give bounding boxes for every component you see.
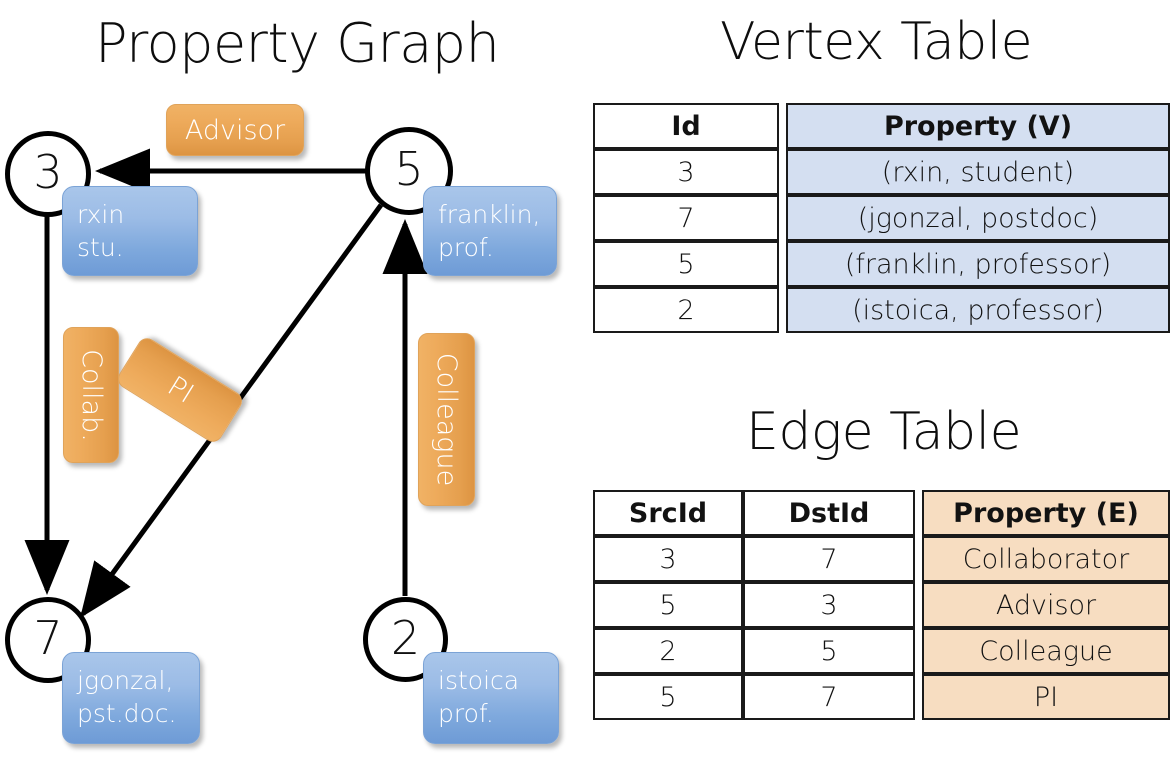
graph-node-2[interactable]: 2 [363,597,448,682]
edge-cell-property: Advisor [922,582,1170,628]
edge-label-advisor-text: Advisor [184,114,286,146]
column-separator [915,536,922,582]
node-property-box-franklin: franklin, prof. [423,186,557,276]
column-separator [915,628,922,674]
edge-cell-property: Collaborator [922,536,1170,582]
table-row: 2 5 Colleague [593,628,1170,674]
column-separator [779,287,786,333]
column-separator [915,674,922,720]
table-row: 5 (franklin, professor) [593,241,1170,287]
column-separator [779,241,786,287]
edge-cell-property: Colleague [922,628,1170,674]
graph-node-2-id: 2 [390,610,421,665]
edge-label-collab-text: Collab. [75,348,107,442]
vertex-cell-property: (jgonzal, postdoc) [786,195,1170,241]
vertex-cell-property: (rxin, student) [786,149,1170,195]
table-row: 2 (istoica, professor) [593,287,1170,333]
node-property-box-rxin: rxin stu. [62,186,198,276]
edge-table-header-row: SrcId DstId Property (E) [593,490,1170,536]
vertex-cell-property: (franklin, professor) [786,241,1170,287]
node-property-box-jgonzal: jgonzal, pst.doc. [62,652,200,744]
page-title-vertex-table: Vertex Table [720,12,1033,72]
edge-label-colleague: Colleague [418,333,475,506]
page-title-property-graph: Property Graph [95,12,500,75]
vertex-cell-id: 3 [593,149,779,195]
edge-cell-srcid: 3 [593,536,743,582]
vertex-table-header-property: Property (V) [786,103,1170,149]
column-separator [779,149,786,195]
edge-cell-dstid: 3 [743,582,915,628]
table-row: 7 (jgonzal, postdoc) [593,195,1170,241]
edge-cell-srcid: 5 [593,582,743,628]
edge-label-colleague-text: Colleague [431,352,462,487]
table-row: 3 7 Collaborator [593,536,1170,582]
edge-table: SrcId DstId Property (E) 3 7 Collaborato… [593,490,1170,720]
vertex-cell-property: (istoica, professor) [786,287,1170,333]
vertex-table: Id Property (V) 3 (rxin, student) 7 (jgo… [593,103,1170,333]
vertex-cell-id: 7 [593,195,779,241]
edge-cell-srcid: 5 [593,674,743,720]
edge-cell-property: PI [922,674,1170,720]
vertex-table-header-id: Id [593,103,779,149]
graph-node-7-id: 7 [33,611,63,665]
column-separator [915,490,922,536]
edge-table-header-srcid: SrcId [593,490,743,536]
page-title-edge-table: Edge Table [746,402,1022,462]
edge-label-pi-text: PI [161,370,199,410]
edge-cell-dstid: 7 [743,674,915,720]
graph-node-5[interactable]: 5 [365,127,453,215]
column-separator [779,195,786,241]
vertex-cell-id: 5 [593,241,779,287]
edge-label-collab: Collab. [63,327,119,463]
edge-table-header-property: Property (E) [922,490,1170,536]
graph-node-5-id: 5 [394,142,424,196]
table-row: 3 (rxin, student) [593,149,1170,195]
table-row: 5 7 PI [593,674,1170,720]
edge-cell-srcid: 2 [593,628,743,674]
edge-table-header-dstid: DstId [743,490,915,536]
graph-node-3-id: 3 [33,145,63,199]
node-property-box-istoica: istoica prof. [423,652,559,744]
vertex-table-header-row: Id Property (V) [593,103,1170,149]
column-separator [915,582,922,628]
edge-cell-dstid: 7 [743,536,915,582]
table-row: 5 3 Advisor [593,582,1170,628]
column-separator [779,103,786,149]
edge-label-advisor: Advisor [166,104,304,156]
edge-cell-dstid: 5 [743,628,915,674]
vertex-cell-id: 2 [593,287,779,333]
